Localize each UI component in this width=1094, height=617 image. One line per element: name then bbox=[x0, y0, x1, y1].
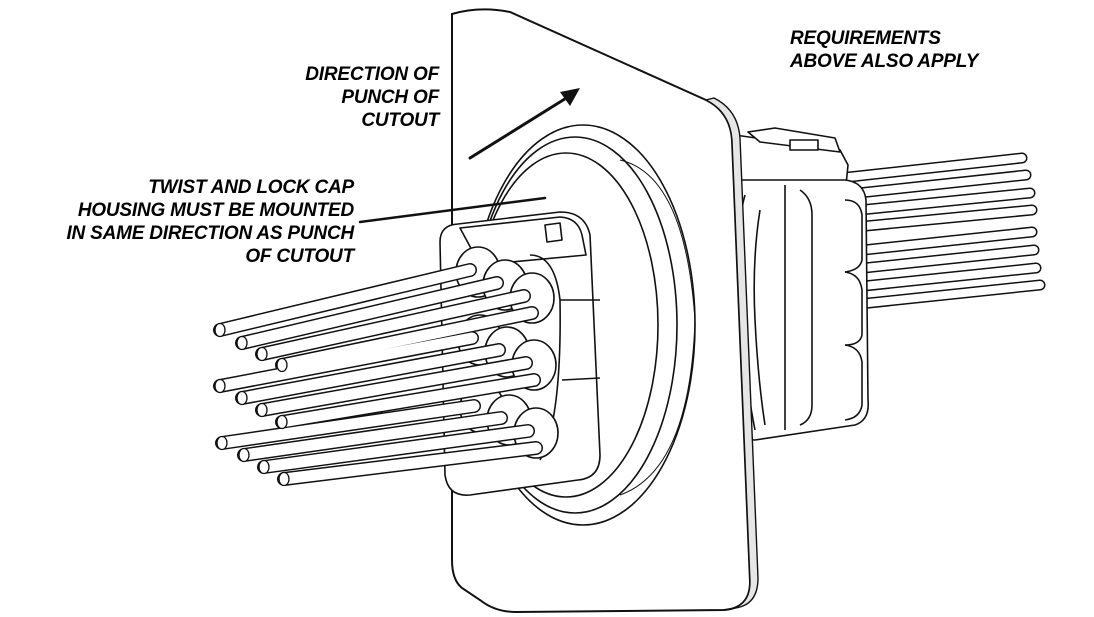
direction-note-line: CUTOUT bbox=[361, 110, 439, 131]
twist-lock-note-line: TWIST AND LOCK CAP bbox=[148, 177, 354, 198]
twist-lock-note-line: OF CUTOUT bbox=[245, 246, 354, 267]
direction-note: DIRECTION OF PUNCH OF CUTOUT bbox=[305, 63, 439, 132]
twist-lock-note-line: IN SAME DIRECTION AS PUNCH bbox=[66, 223, 354, 244]
leader-line bbox=[358, 196, 547, 224]
requirements-note-line: ABOVE ALSO APPLY bbox=[790, 51, 979, 72]
twist-lock-note-line: HOUSING MUST BE MOUNTED bbox=[77, 200, 354, 221]
requirements-note-line: REQUIREMENTS bbox=[790, 28, 941, 49]
direction-arrow bbox=[468, 88, 580, 160]
rear-housing bbox=[723, 127, 870, 441]
twist-lock-note: TWIST AND LOCK CAP HOUSING MUST BE MOUNT… bbox=[66, 176, 354, 268]
requirements-note: REQUIREMENTS ABOVE ALSO APPLY bbox=[790, 27, 978, 73]
direction-note-line: PUNCH OF bbox=[341, 87, 439, 108]
rear-wires bbox=[834, 152, 1046, 311]
front-wires bbox=[213, 263, 543, 487]
direction-note-line: DIRECTION OF bbox=[305, 64, 439, 85]
